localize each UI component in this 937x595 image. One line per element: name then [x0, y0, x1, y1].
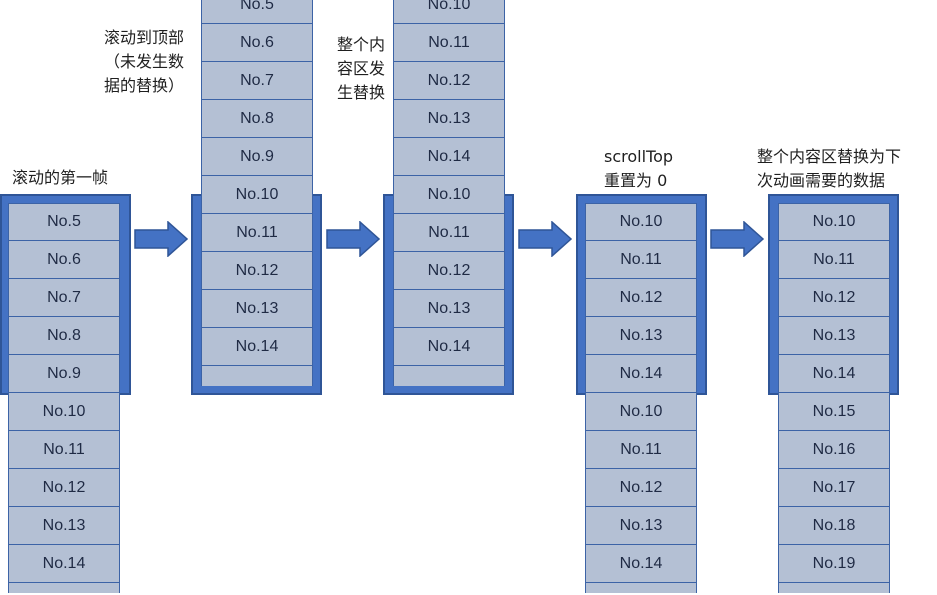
list-item: No.14 [9, 545, 119, 583]
list-item: No.13 [202, 290, 312, 328]
list-item: No.12 [779, 279, 889, 317]
list-item: No.14 [394, 138, 504, 176]
list-item: No.5 [202, 0, 312, 24]
list-item: No.13 [9, 507, 119, 545]
list-item: No.19 [779, 545, 889, 583]
list-item: No.7 [9, 279, 119, 317]
list-item: No.12 [586, 279, 696, 317]
list-item: No.10 [202, 176, 312, 214]
list-item: No.12 [586, 469, 696, 507]
list-item: No.12 [394, 62, 504, 100]
list-item: No.13 [586, 507, 696, 545]
list-item: No.12 [9, 469, 119, 507]
list-item: No.18 [779, 507, 889, 545]
list-item: No.10 [394, 0, 504, 24]
list-item: No.9 [202, 138, 312, 176]
list-item: No.15 [779, 393, 889, 431]
list-item: No.8 [202, 100, 312, 138]
list-item: No.12 [394, 252, 504, 290]
list-item: No.17 [779, 469, 889, 507]
list-item: No.10 [586, 203, 696, 241]
list-item: No.6 [202, 24, 312, 62]
list-item: No.13 [394, 290, 504, 328]
list-item: No.14 [202, 328, 312, 366]
list-item: No.11 [586, 431, 696, 469]
list-item: No.13 [779, 317, 889, 355]
list-item: No.13 [586, 317, 696, 355]
list-item: No.14 [586, 545, 696, 583]
list-item: No.8 [9, 317, 119, 355]
caption-stage-5: 整个内容区替换为下 次动画需要的数据 [757, 147, 902, 190]
list-item: No.5 [9, 203, 119, 241]
list-item: No.11 [9, 431, 119, 469]
list-item: No.14 [586, 355, 696, 393]
list-item: No.10 [586, 393, 696, 431]
caption-stage-4: scrollTop 重置为 0 [604, 147, 674, 190]
arrow-right-icon [326, 221, 380, 257]
caption-stage-3: 整个内 容区发 生替换 [337, 35, 386, 102]
caption-stage-2: 滚动到顶部 （未发生数 据的替换） [104, 28, 185, 95]
list-item: No.13 [394, 100, 504, 138]
list-item: No.14 [394, 328, 504, 366]
list-item: No.7 [202, 62, 312, 100]
arrow-right-icon [710, 221, 764, 257]
caption-stage-1: 滚动的第一帧 [12, 168, 109, 187]
list-item: No.9 [9, 355, 119, 393]
arrow-right-icon [518, 221, 572, 257]
list-item: No.16 [779, 431, 889, 469]
list-item: No.12 [202, 252, 312, 290]
list-item: No.11 [779, 241, 889, 279]
list-item: No.11 [394, 24, 504, 62]
list-item: No.10 [779, 203, 889, 241]
list-item: No.10 [9, 393, 119, 431]
arrow-right-icon [134, 221, 188, 257]
list-item: No.11 [202, 214, 312, 252]
list-item: No.6 [9, 241, 119, 279]
list-item: No.14 [779, 355, 889, 393]
list-item: No.10 [394, 176, 504, 214]
list-item: No.11 [394, 214, 504, 252]
list-item: No.11 [586, 241, 696, 279]
